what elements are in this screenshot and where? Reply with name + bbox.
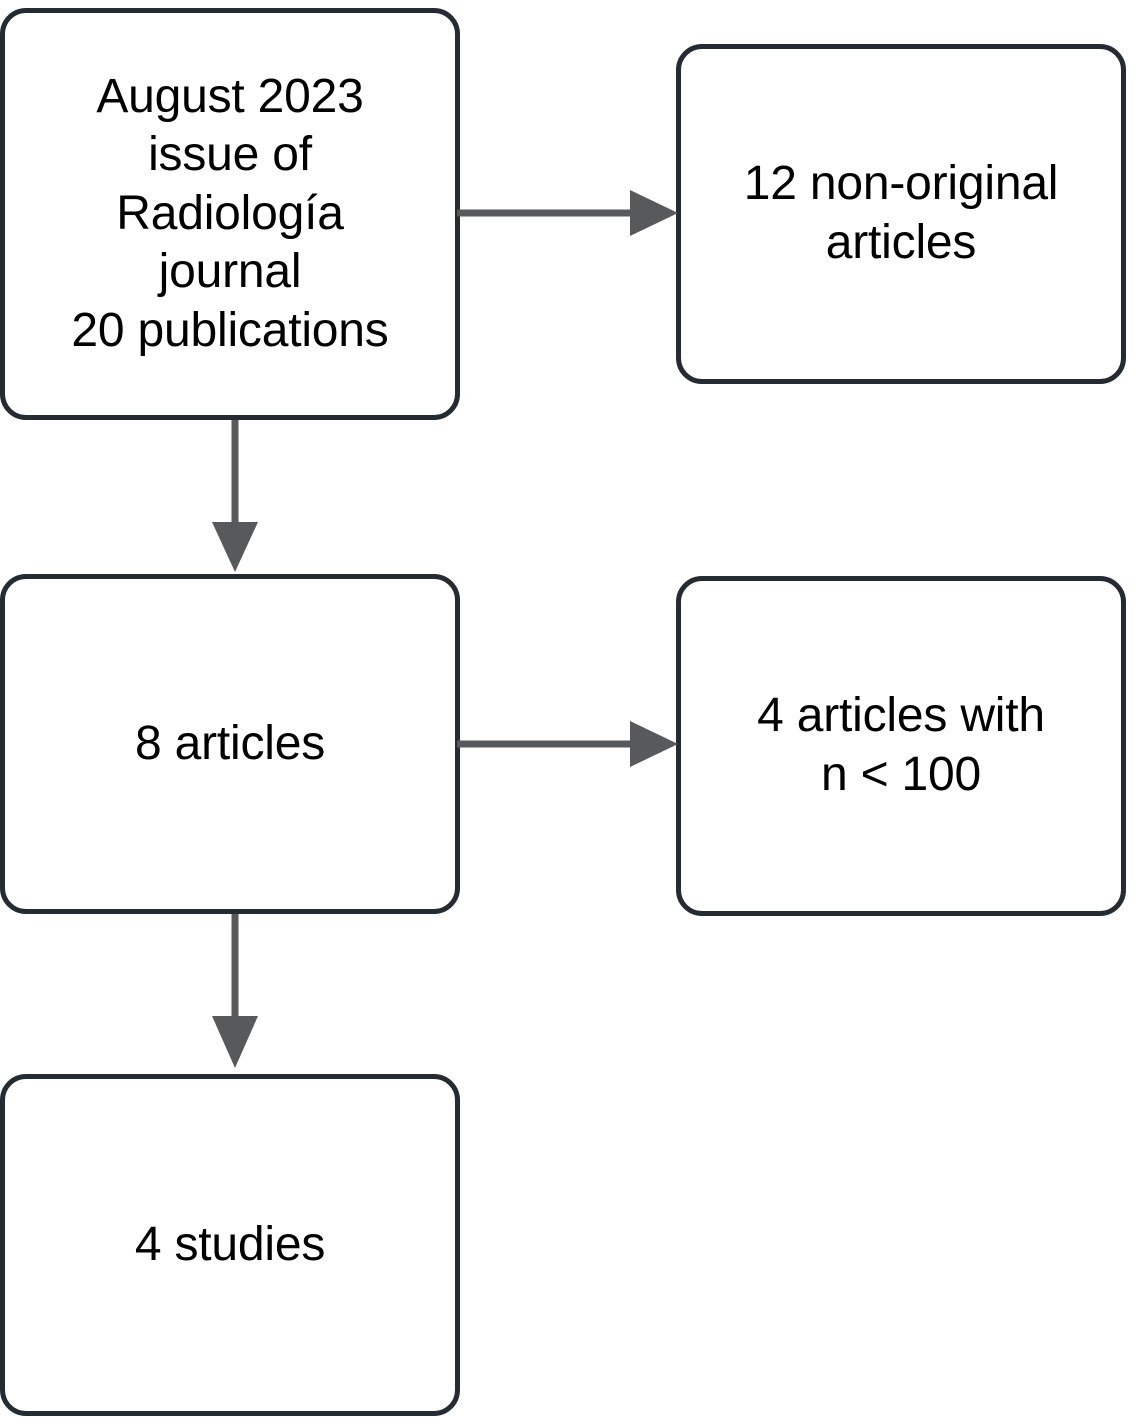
arrow-articles-to-smalln bbox=[457, 721, 678, 767]
excluded-small-sample-label: 4 articles with n < 100 bbox=[757, 689, 1045, 801]
included-studies-label: 4 studies bbox=[134, 1217, 326, 1271]
eligible-articles-box: 8 articles bbox=[0, 574, 460, 914]
excluded-non-original-label: 12 non-original articles bbox=[743, 157, 1059, 269]
arrow-source-to-articles bbox=[212, 420, 258, 572]
included-studies-box: 4 studies bbox=[0, 1074, 460, 1416]
eligible-articles-label: 8 articles bbox=[134, 716, 326, 770]
arrow-articles-to-studies bbox=[212, 914, 258, 1068]
source-publications-box: August 2023 issue of Radiología journal … bbox=[0, 8, 460, 420]
excluded-non-original-box: 12 non-original articles bbox=[676, 44, 1126, 384]
arrow-source-to-nonoriginal bbox=[457, 190, 678, 236]
excluded-small-sample-box: 4 articles with n < 100 bbox=[676, 576, 1126, 916]
source-publications-label: August 2023 issue of Radiología journal … bbox=[71, 69, 389, 357]
